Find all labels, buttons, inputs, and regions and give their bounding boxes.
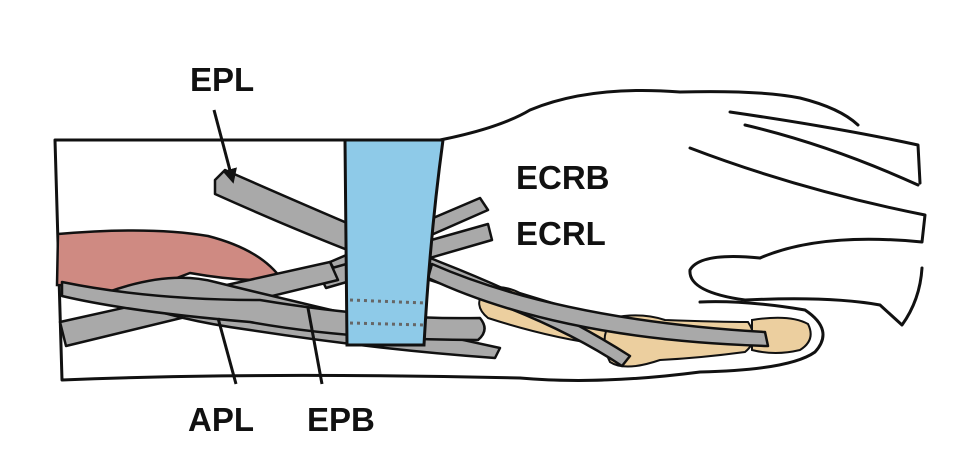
finger-upper-2 bbox=[743, 123, 920, 187]
label-epl: EPL bbox=[190, 61, 254, 98]
thumb-extensor-tendon bbox=[426, 262, 770, 348]
forearm-box bbox=[53, 138, 522, 382]
label-apl: APL bbox=[188, 401, 254, 438]
wrist-dorsal-edge bbox=[438, 88, 860, 142]
label-ecrl: ECRL bbox=[516, 215, 606, 252]
compartment-divider-2 bbox=[349, 321, 426, 327]
apl-leader bbox=[216, 317, 238, 385]
label-ecrb: ECRB bbox=[516, 159, 610, 196]
thumb-outline bbox=[518, 300, 825, 382]
epb-leader bbox=[306, 307, 324, 385]
palm-lower-edge bbox=[688, 255, 924, 327]
retinaculum-band bbox=[343, 138, 445, 347]
extensor-retinaculum bbox=[343, 138, 445, 347]
leader-lines bbox=[212, 109, 324, 385]
label-epb: EPB bbox=[307, 401, 375, 438]
finger-upper-1 bbox=[728, 110, 922, 185]
compartment-divider-1 bbox=[349, 298, 426, 305]
epl-arrow bbox=[212, 109, 237, 184]
hand-outline bbox=[53, 88, 927, 382]
finger-lower bbox=[688, 146, 927, 260]
